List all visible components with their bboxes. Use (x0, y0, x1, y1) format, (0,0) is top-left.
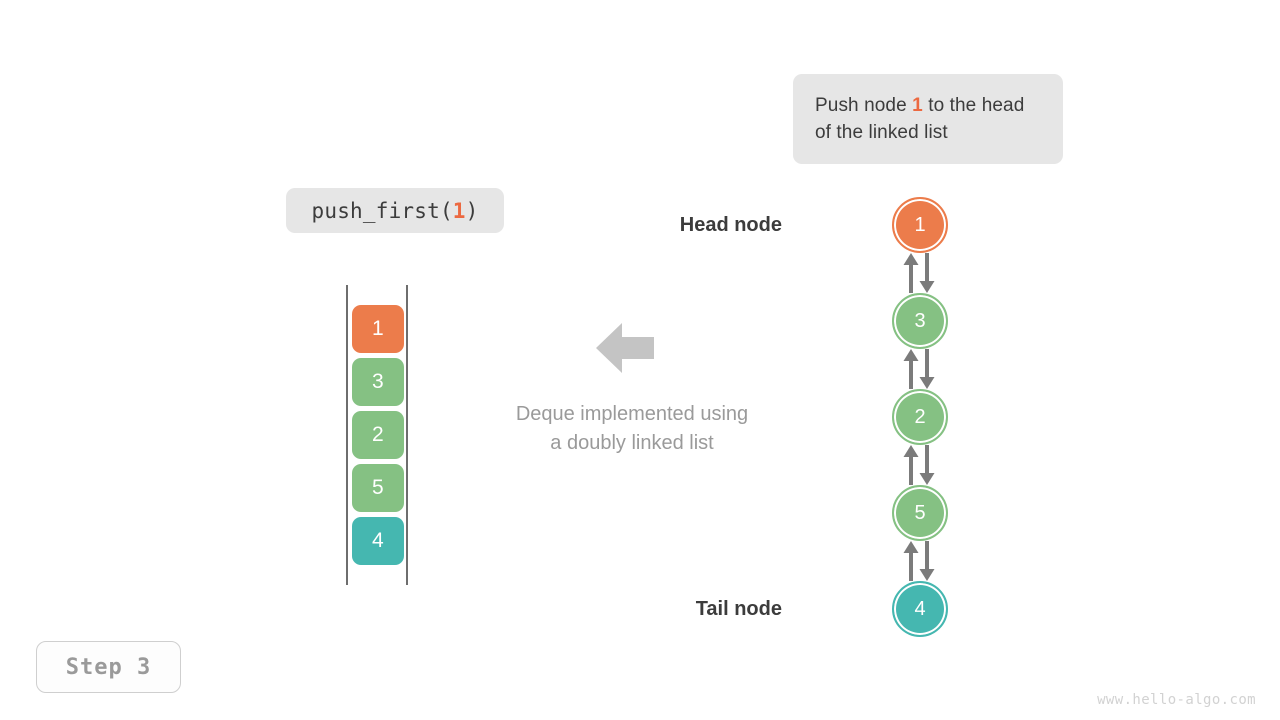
operation-label: push_first(1) (312, 199, 479, 223)
operation-paren-close: ) (465, 198, 479, 223)
linked-list-node-value: 1 (914, 213, 926, 236)
figure-caption-line-1: Deque implemented using (515, 403, 749, 425)
linked-list-figure: 1 Head node 3 2 5 4 Tail node (680, 190, 980, 650)
deque-cell-value: 4 (372, 529, 384, 552)
operation-argument: 1 (452, 198, 466, 223)
left-arrow-icon (596, 320, 656, 376)
deque-cell: 4 (352, 517, 404, 565)
annotation-text-after: to the head of the linked list (815, 95, 1025, 143)
deque-cell-value: 2 (372, 423, 384, 446)
figure-caption-line-2: a doubly linked list (550, 432, 714, 454)
linked-list-node-value: 5 (914, 501, 926, 524)
annotation-highlight-value: 1 (912, 95, 923, 116)
deque-cell-value: 3 (372, 370, 384, 393)
deque-cell-value: 1 (372, 317, 384, 340)
watermark: www.hello-algo.com (1097, 692, 1256, 708)
linked-list-bidirectional-link (900, 253, 940, 293)
operation-label-chip: push_first(1) (286, 188, 504, 233)
linked-list-bidirectional-link (900, 349, 940, 389)
deque-figure: 1 3 2 5 4 (346, 285, 408, 585)
deque-cell-list: 1 3 2 5 4 (352, 305, 404, 570)
linked-list-node: 2 (892, 389, 948, 445)
operation-name: push_first( (311, 198, 453, 223)
linked-list-node: 3 (892, 293, 948, 349)
deque-cell: 5 (352, 464, 404, 512)
step-badge-label: Step 3 (65, 654, 152, 680)
deque-cell-value: 5 (372, 476, 384, 499)
step-badge: Step 3 (36, 641, 181, 693)
deque-rail-left (346, 285, 348, 585)
head-node-label: Head node (679, 214, 782, 236)
annotation-callout: Push node 1 to the head of the linked li… (793, 74, 1063, 164)
annotation-text: Push node 1 to the head of the linked li… (815, 92, 1041, 146)
linked-list-bidirectional-link (900, 445, 940, 485)
linked-list-node: 4 (892, 581, 948, 637)
linked-list-node: 5 (892, 485, 948, 541)
linked-list-node: 1 (892, 197, 948, 253)
deque-rail-right (406, 285, 408, 585)
tail-node-label: Tail node (695, 598, 782, 620)
deque-cell: 1 (352, 305, 404, 353)
linked-list-bidirectional-link (900, 541, 940, 581)
linked-list-node-value: 2 (914, 405, 926, 428)
annotation-text-before: Push node (815, 95, 913, 116)
linked-list-node-value: 4 (914, 597, 926, 620)
figure-caption: Deque implemented using a doubly linked … (452, 400, 812, 458)
linked-list-node-value: 3 (914, 309, 926, 332)
deque-cell: 2 (352, 411, 404, 459)
deque-cell: 3 (352, 358, 404, 406)
